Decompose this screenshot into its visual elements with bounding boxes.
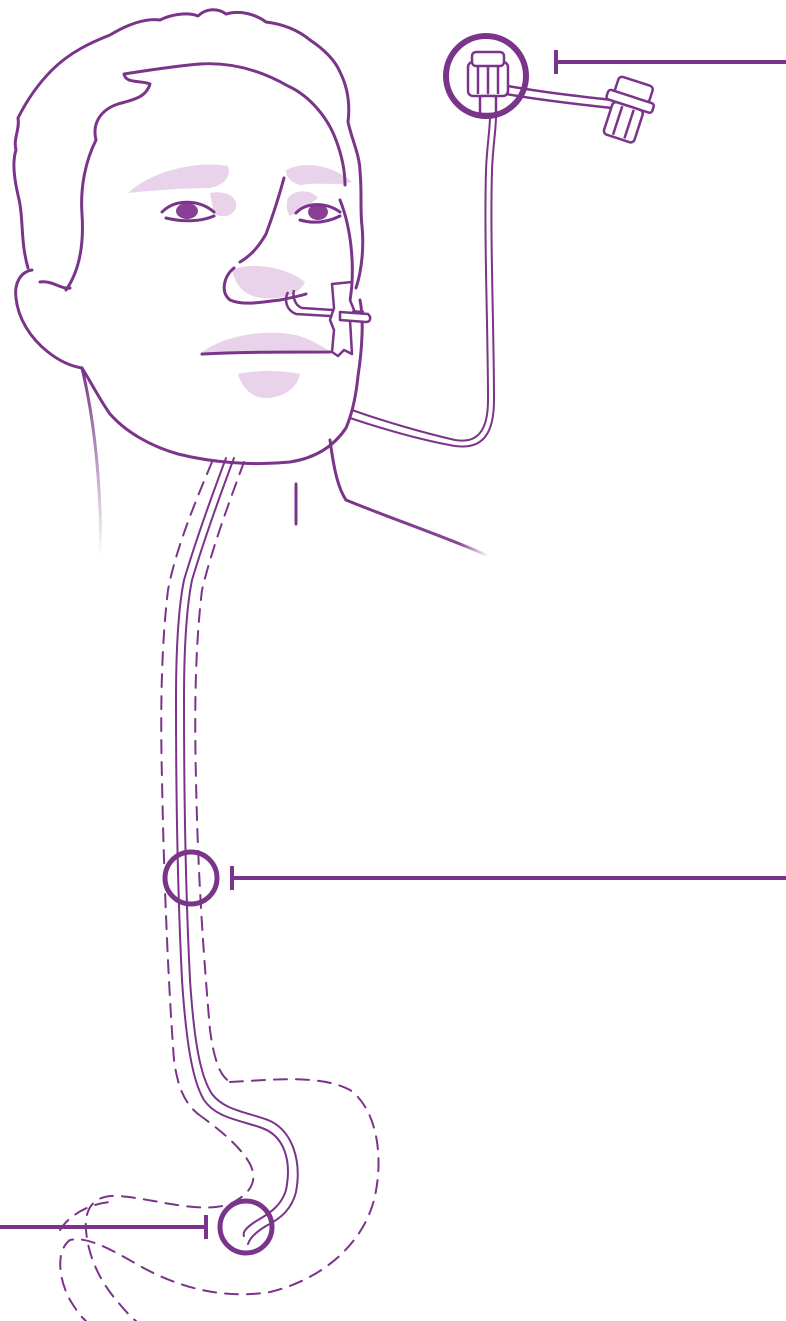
left-eyebrow-shade <box>128 164 229 193</box>
jawline <box>82 300 362 464</box>
connector-assembly <box>468 52 659 146</box>
hair-outline <box>14 10 363 288</box>
internal-tube-right <box>184 458 298 1244</box>
face-shading <box>128 164 352 398</box>
mouth-line <box>202 352 330 354</box>
ear-inner <box>40 282 70 289</box>
neck-right <box>330 440 346 500</box>
left-iris <box>176 203 198 219</box>
callout-esophagus <box>165 852 786 904</box>
connector-cap <box>595 74 659 146</box>
connector-neck <box>480 96 496 114</box>
left-ear <box>16 270 82 368</box>
callout-stomach-tip <box>0 1201 272 1253</box>
esophagus-left-wall <box>161 462 212 1114</box>
esophagus-right-wall <box>195 462 244 1082</box>
right-eyebrow-shade <box>286 165 352 185</box>
tape-tube-band <box>340 312 370 322</box>
nose-bridge <box>240 178 284 262</box>
external-tube-inner <box>350 116 496 447</box>
stomach-inner <box>86 1114 254 1321</box>
lower-lip-shade <box>238 371 300 398</box>
external-tube-outer <box>352 116 490 441</box>
external-tube <box>350 116 496 447</box>
head-outline <box>14 10 363 464</box>
tube-circle-icon <box>165 852 217 904</box>
right-shoulder <box>346 500 488 556</box>
digestive-tract-outline <box>60 462 379 1321</box>
stomach-outer <box>60 1079 378 1321</box>
connector-top <box>472 52 504 66</box>
